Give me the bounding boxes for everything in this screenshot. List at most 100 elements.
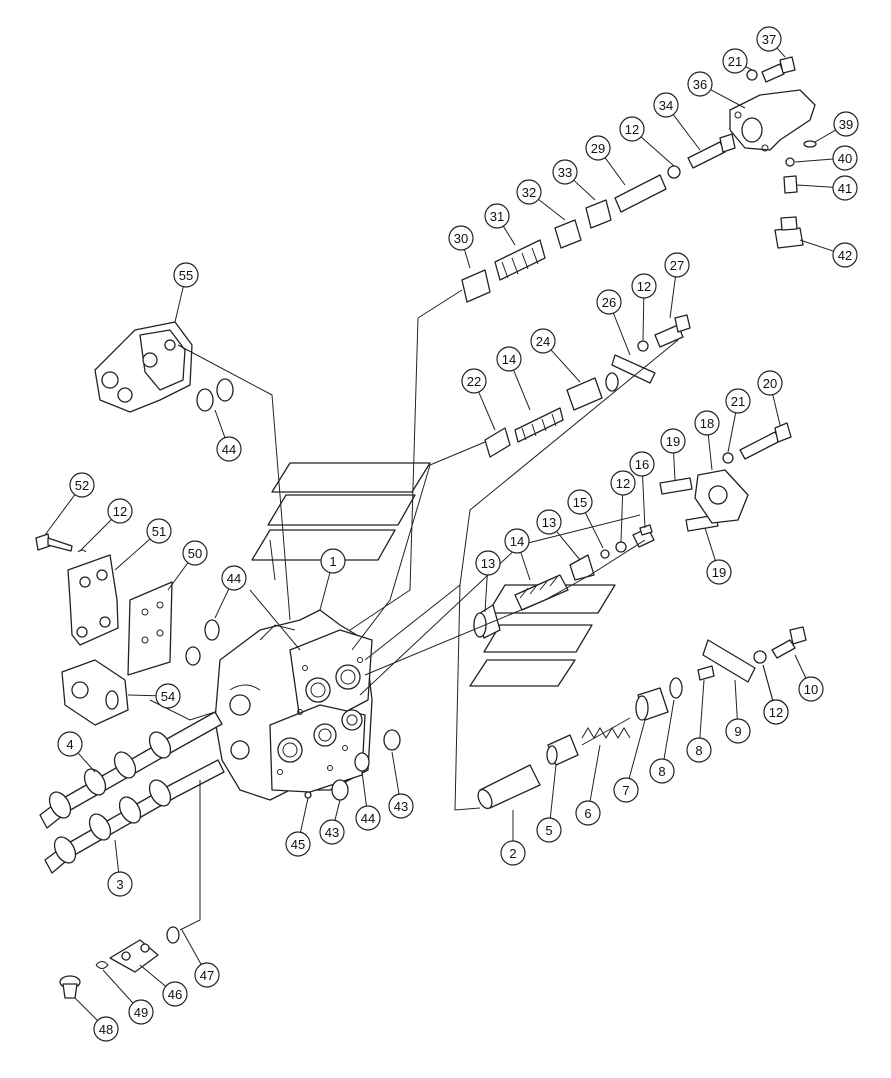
callout-12: 12 (631, 273, 657, 341)
callout-label: 16 (635, 457, 649, 472)
callout-26: 26 (596, 289, 631, 356)
callout-label: 49 (134, 1005, 148, 1020)
snap-ring-49 (95, 961, 109, 969)
callout-label: 12 (113, 504, 127, 519)
plate-18 (694, 469, 749, 524)
callout-leader-line (214, 409, 226, 438)
callout-circle (832, 242, 858, 268)
callout-21: 21 (725, 388, 751, 453)
callout-47: 47 (181, 929, 220, 988)
callout-9: 9 (725, 679, 751, 744)
callout-label: 13 (481, 556, 495, 571)
callout-leader-line (300, 797, 309, 833)
callout-leader-line (604, 157, 626, 186)
callout-label: 30 (454, 231, 468, 246)
callout-8: 8 (686, 679, 712, 763)
callout-32: 32 (516, 179, 566, 221)
callout-leader-line (704, 527, 716, 561)
callout-leader-line (796, 184, 834, 188)
callout-30: 30 (448, 225, 474, 269)
washer-12-upper (637, 340, 649, 352)
callout-label: 40 (838, 151, 852, 166)
callout-label: 19 (712, 565, 726, 580)
callout-49: 49 (102, 969, 154, 1025)
washer-12-mid (615, 541, 627, 553)
callout-leader-line (589, 744, 601, 802)
callout-circle (320, 548, 346, 574)
callout-leader-line (710, 89, 746, 109)
callout-24: 24 (530, 328, 581, 383)
callout-29: 29 (585, 135, 626, 186)
spring-31 (494, 239, 546, 281)
bracket-26 (611, 354, 656, 384)
callout-label: 33 (558, 165, 572, 180)
callout-45: 45 (285, 797, 311, 857)
callout-leader-line (114, 839, 120, 873)
callout-circle (536, 509, 562, 535)
callout-3: 3 (107, 839, 133, 897)
ball-15 (600, 549, 610, 559)
callout-circle (757, 370, 783, 396)
callout-4: 4 (57, 731, 96, 773)
part-7 (635, 687, 669, 721)
callout-55: 55 (173, 262, 199, 323)
callout-circle (649, 758, 675, 784)
bolt-20 (739, 422, 792, 460)
callout-leader-line (584, 512, 604, 549)
callout-44: 44 (214, 409, 242, 462)
oring-47 (166, 926, 180, 944)
washer-40 (785, 157, 795, 167)
callout-leader-line (642, 297, 645, 341)
callout-42: 42 (799, 239, 858, 268)
bolt-11 (771, 626, 807, 659)
callout-12: 12 (762, 664, 789, 725)
callout-leader-line (513, 369, 531, 411)
callout-leader-line (334, 799, 341, 821)
callout-leader-line (628, 719, 646, 779)
pin-29 (614, 174, 667, 213)
callout-leader-line (573, 179, 596, 201)
callout-circle (763, 699, 789, 725)
callout-circle (388, 793, 414, 819)
callout-label: 21 (728, 54, 742, 69)
callout-19: 19 (660, 428, 686, 481)
cup-33 (585, 199, 612, 229)
callout-circle (182, 540, 208, 566)
washer-21-mid (722, 452, 734, 464)
callout-14: 14 (504, 528, 531, 581)
callout-leader-line (640, 136, 675, 167)
callout-label: 12 (616, 476, 630, 491)
callout-circle (319, 819, 345, 845)
callout-leader-line (127, 694, 157, 697)
callout-circle (93, 1016, 119, 1042)
callout-label: 52 (75, 478, 89, 493)
callout-54: 54 (127, 683, 181, 709)
callout-leader-line (538, 198, 566, 221)
callout-leader-line (484, 574, 488, 613)
callout-circle (504, 528, 530, 554)
callout-leader-line (74, 997, 98, 1021)
plate-50 (127, 581, 173, 676)
callout-label: 43 (394, 799, 408, 814)
bolt-52 (35, 533, 87, 553)
callout-label: 12 (637, 279, 651, 294)
callout-1: 1 (319, 548, 346, 611)
callout-circle (833, 111, 859, 137)
callout-circle (173, 262, 199, 288)
callout-13: 13 (536, 509, 581, 561)
callout-leader-line (463, 249, 471, 269)
callout-circle (653, 92, 679, 118)
callout-leader-line (707, 434, 713, 471)
callout-leader-line (139, 964, 167, 987)
callout-label: 34 (659, 98, 673, 113)
gasket-plates (251, 462, 616, 687)
spring-14-upper (514, 407, 564, 443)
cup-22 (484, 427, 511, 458)
callout-31: 31 (484, 203, 516, 246)
callout-leader-line (772, 394, 781, 426)
callout-leader-line (181, 929, 202, 965)
callout-circle (687, 71, 713, 97)
callout-circle (725, 388, 751, 414)
part-24 (566, 377, 603, 411)
